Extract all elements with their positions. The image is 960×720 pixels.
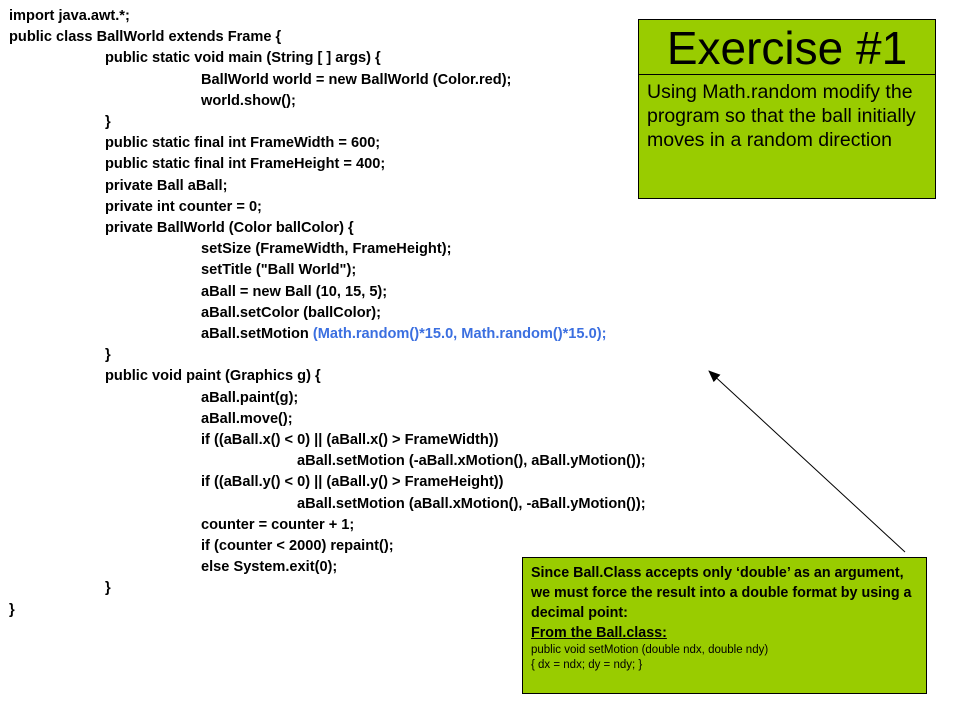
note-code-line-2: { dx = ndx; dy = ndy; }: [531, 659, 643, 671]
note-callout: Since Ball.Class accepts only ‘double’ a…: [522, 557, 927, 694]
code-line: else System.exit(0);: [201, 559, 337, 576]
exercise-divider: [639, 74, 935, 75]
code-text: public class BallWorld extends Frame {: [9, 29, 282, 46]
code-text: aBall.setMotion (aBall.xMotion(), -aBall…: [297, 495, 646, 512]
code-line: }: [105, 580, 111, 597]
code-highlight: (Math.random()*15.0, Math.random()*15.0)…: [312, 326, 607, 342]
code-text: import java.awt.*;: [9, 8, 130, 24]
code-line: aBall.setMotion (-aBall.xMotion(), aBall…: [297, 453, 646, 470]
code-line: aBall.paint(g);: [201, 390, 298, 407]
code-text: public static void main (String [ ] args…: [105, 50, 381, 67]
code-text: }: [105, 347, 111, 364]
code-text: }: [9, 601, 15, 618]
code-line: setTitle ("Ball World");: [201, 262, 356, 279]
code-text: setSize (FrameWidth, FrameHeight);: [201, 241, 452, 258]
code-text: public void paint (Graphics g) {: [105, 368, 321, 385]
code-text: aBall = new Ball (10, 15, 5);: [201, 283, 388, 300]
code-line: aBall.move();: [201, 411, 293, 428]
code-text: aBall.setColor (ballColor);: [201, 304, 382, 321]
code-line: if (counter < 2000) repaint();: [201, 538, 394, 555]
code-line: private BallWorld (Color ballColor) {: [105, 220, 354, 237]
code-line: aBall = new Ball (10, 15, 5);: [201, 284, 387, 301]
code-line: private Ball aBall;: [105, 178, 227, 195]
note-text: Since Ball.Class accepts only ‘double’ a…: [531, 565, 912, 621]
arrow-line: [708, 370, 906, 553]
code-line: public static final int FrameHeight = 40…: [105, 156, 385, 173]
code-line: public class BallWorld extends Frame {: [9, 29, 281, 46]
note-heading: From the Ball.class:: [531, 625, 667, 641]
code-text: if ((aBall.x() < 0) || (aBall.x() > Fram…: [201, 432, 499, 448]
code-line: }: [105, 347, 111, 364]
code-line: aBall.setColor (ballColor);: [201, 305, 381, 322]
code-text: public static final int FrameHeight = 40…: [105, 156, 386, 173]
code-text: }: [105, 114, 111, 130]
code-text: world.show();: [201, 92, 296, 109]
code-line: if ((aBall.x() < 0) || (aBall.x() > Fram…: [201, 432, 499, 449]
exercise-callout: Exercise #1 Using Math.random modify the…: [638, 19, 936, 199]
code-text: }: [105, 580, 111, 597]
code-text: private BallWorld (Color ballColor) {: [105, 220, 354, 236]
code-line: }: [9, 602, 15, 619]
code-line: BallWorld world = new BallWorld (Color.r…: [201, 72, 511, 89]
code-line: public static void main (String [ ] args…: [105, 50, 381, 67]
code-text: private Ball aBall;: [105, 177, 228, 194]
code-line: public static final int FrameWidth = 600…: [105, 135, 380, 152]
code-line: if ((aBall.y() < 0) || (aBall.y() > Fram…: [201, 474, 504, 491]
code-text: setTitle ("Ball World");: [201, 262, 357, 279]
code-text: if (counter < 2000) repaint();: [201, 538, 394, 554]
code-text: else System.exit(0);: [201, 559, 338, 576]
note-code-line-1: public void setMotion (double ndx, doubl…: [531, 644, 769, 656]
note-code: public void setMotion (double ndx, doubl…: [531, 643, 918, 673]
code-line: private int counter = 0;: [105, 199, 262, 216]
code-line: }: [105, 114, 111, 131]
code-text: if ((aBall.y() < 0) || (aBall.y() > Fram…: [201, 474, 504, 491]
code-text: aBall.move();: [201, 410, 293, 427]
code-text: counter = counter + 1;: [201, 516, 355, 533]
code-line: public void paint (Graphics g) {: [105, 368, 321, 385]
code-text: BallWorld world = new BallWorld (Color.r…: [201, 71, 512, 88]
code-line: world.show();: [201, 93, 296, 110]
code-text: aBall.paint(g);: [201, 389, 299, 406]
code-text: public static final int FrameWidth = 600…: [105, 135, 381, 152]
code-line: aBall.setMotion (Math.random()*15.0, Mat…: [201, 326, 606, 343]
code-text: aBall.setMotion: [201, 326, 313, 342]
code-line: aBall.setMotion (aBall.xMotion(), -aBall…: [297, 496, 646, 513]
code-text: private int counter = 0;: [105, 198, 262, 215]
code-line: setSize (FrameWidth, FrameHeight);: [201, 241, 451, 258]
exercise-title: Exercise #1: [666, 22, 908, 74]
code-line: counter = counter + 1;: [201, 517, 354, 534]
code-line: import java.awt.*;: [9, 8, 130, 25]
code-text: aBall.setMotion (-aBall.xMotion(), aBall…: [297, 453, 646, 470]
exercise-instructions: Using Math.random modify the program so …: [647, 81, 916, 151]
